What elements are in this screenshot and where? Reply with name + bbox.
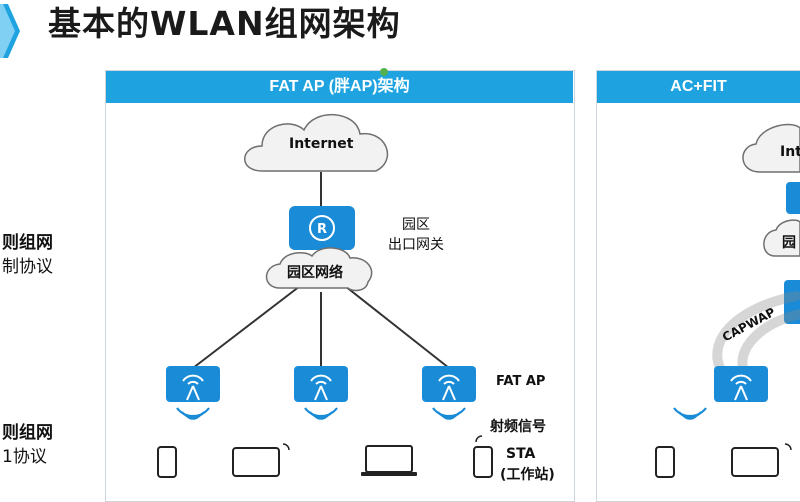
capwap-tunnel-icon [712,291,800,377]
fat-ap-2-icon [294,366,348,402]
fit-ac-icon [784,280,800,324]
fit-campus-label: 园 [782,235,796,251]
fit-router-icon [786,182,800,214]
rf-signal-3-icon [431,406,467,420]
fit-campus-cloud-icon [763,219,800,257]
fit-internet-cloud-icon [742,123,800,173]
sta-label-line1: STA [506,446,536,462]
tablet-icon [232,443,290,477]
title-chevron-icon [0,4,20,58]
internet-label: Internet [289,136,354,152]
gateway-label-line1: 园区 [402,217,430,233]
fit-phone-icon [655,446,675,478]
rf-signal-1-icon [175,406,211,420]
router-icon: R [289,206,355,250]
fit-rf-signal-1-icon [672,406,708,420]
fit-tablet-icon [731,443,792,477]
fat-ap-1-icon [166,366,220,402]
link-campus-ap1 [192,285,301,369]
fit-internet-label: Int [780,144,800,160]
phone-2-icon [473,435,493,478]
cursor-dot-icon [380,68,388,76]
ac-fit-panel-header: AC+FIT [597,71,800,103]
gateway-label-line2: 出口网关 [388,237,444,253]
fat-ap-panel-header: FAT AP (胖AP)架构 [106,71,573,103]
phone-icon [157,446,177,478]
left-label-group1-line2: 制协议 [2,257,53,277]
campus-network-label: 园区网络 [287,265,343,281]
left-label-group2-line1: 则组网 [2,423,53,443]
router-letter: R [317,222,327,237]
fit-ap-icon [714,366,768,402]
laptop-icon [361,445,417,476]
rf-signal-label: 射频信号 [490,419,546,435]
internet-cloud-icon [244,114,389,172]
campus-network-cloud-icon [265,247,373,292]
left-label-group2-line2: 1协议 [2,447,47,467]
rf-signal-2-icon [303,406,339,420]
link-campus-ap3 [344,285,450,369]
left-label-group1-line1: 则组网 [2,233,53,253]
sta-label-line2: (工作站) [500,467,555,483]
fat-ap-3-icon [422,366,476,402]
page-title: 基本的WLAN组网架构 [48,4,401,43]
fat-ap-label: FAT AP [496,374,546,389]
